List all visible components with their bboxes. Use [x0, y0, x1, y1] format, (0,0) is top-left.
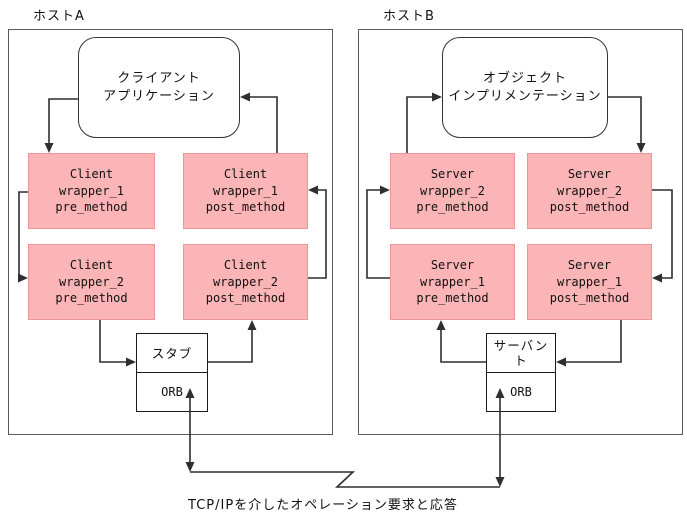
- stub-box: スタブ: [136, 333, 208, 373]
- client-wrapper1-pre-box: Client wrapper_1 pre_method: [28, 153, 155, 229]
- client-wrapper2-pre-box: Client wrapper_2 pre_method: [28, 244, 155, 320]
- object-implementation-box: オブジェクト インプリメンテーション: [442, 37, 608, 138]
- client-wrapper1-post-box: Client wrapper_1 post_method: [183, 153, 308, 229]
- orb-b-box: ORB: [486, 372, 556, 412]
- host-b-label: ホストB: [383, 9, 435, 24]
- host-a-panel: [8, 29, 333, 435]
- arrowhead-down-icon: [495, 477, 505, 487]
- client-application-box: クライアント アプリケーション: [78, 37, 240, 138]
- server-wrapper1-post-box: Server wrapper_1 post_method: [527, 244, 652, 320]
- client-wrapper2-post-box: Client wrapper_2 post_method: [183, 244, 308, 320]
- tcp-ip-caption: TCP/IPを介したオペレーション要求と応答: [188, 498, 458, 513]
- server-wrapper1-pre-box: Server wrapper_1 pre_method: [390, 244, 515, 320]
- server-wrapper2-pre-box: Server wrapper_2 pre_method: [390, 153, 515, 229]
- arrowhead-down-icon: [185, 462, 195, 472]
- connector-network-link: [190, 471, 500, 488]
- server-wrapper2-post-box: Server wrapper_2 post_method: [527, 153, 652, 229]
- host-b-panel: [358, 29, 683, 435]
- host-a-label: ホストA: [33, 9, 85, 24]
- connector-line: [190, 471, 500, 488]
- orb-a-box: ORB: [136, 372, 208, 412]
- servant-box: サーバン ト: [486, 333, 556, 373]
